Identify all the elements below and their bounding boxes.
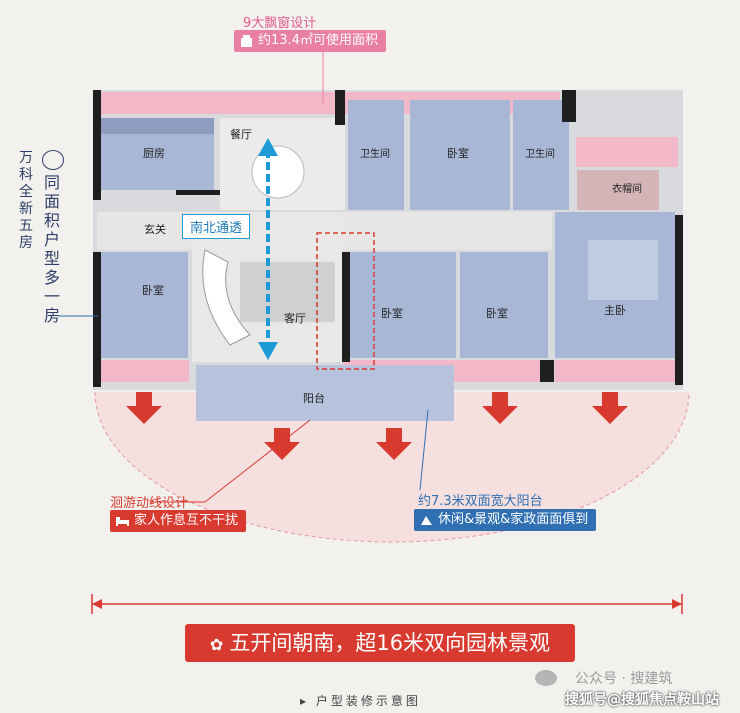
balcony-badge: 休闲&景观&家政面面俱到: [414, 509, 597, 531]
balcony-badge-text: 休闲&景观&家政面面俱到: [438, 512, 589, 527]
room-bedroom-mid-label: 卧室: [381, 307, 403, 320]
closet-room: [577, 170, 659, 210]
caption: ▸ 户型装修示意图: [300, 692, 421, 709]
circulation-title: 洄游动线设计: [110, 496, 189, 511]
bath-2-room: [513, 100, 569, 210]
room-bath-2-label: 卫生间: [525, 149, 555, 160]
circulation-badge-text: 家人作息互不干扰: [134, 513, 239, 528]
room-kitchen-label: 厨房: [143, 147, 165, 160]
room-master-label: 主卧: [604, 304, 626, 317]
room-bedroom-top-label: 卧室: [447, 147, 469, 160]
room-dining-label: 餐厅: [230, 128, 252, 141]
bed-icon: [116, 517, 129, 526]
building-icon: [241, 35, 252, 47]
bay-window-bottom: [97, 360, 189, 382]
landscape-glow: [95, 392, 689, 542]
circulation-highlight: [316, 232, 375, 370]
caption-text: 户型装修示意图: [315, 694, 421, 708]
watermark-wechat: 公众号 · 搜建筑: [575, 671, 673, 687]
flower-icon: ✿: [209, 635, 224, 654]
bath-1-room: [348, 100, 404, 210]
bedroom-top-room: [410, 100, 510, 210]
wechat-icon: [535, 670, 557, 686]
caption-arrow-icon: ▸: [300, 694, 316, 708]
room-entry-label: 玄关: [144, 223, 166, 236]
house-icon: [42, 150, 64, 170]
balcony-room: [196, 365, 454, 421]
room-living-label: 客厅: [284, 312, 306, 325]
room-bath-1-label: 卫生间: [360, 149, 390, 160]
bay-window-badge-text: 约13.4㎡可使用面积: [258, 33, 378, 48]
bay-window-title: 9大飘窗设计: [243, 16, 317, 31]
bay-window-top: [97, 92, 337, 114]
room-closet-label: 衣帽间: [612, 184, 642, 195]
balcony-title: 约7.3米双面宽大阳台: [418, 494, 543, 509]
room-bedroom-left-label: 卧室: [142, 284, 164, 297]
watermark-sohu: 搜狐号@搜狐焦点鞍山站: [565, 692, 719, 708]
bedroom-mid-room: [348, 252, 456, 358]
south-arrows: [126, 392, 628, 460]
headline-banner: ✿ 五开间朝南，超16米双向园林景观: [185, 624, 575, 662]
circulation-badge: 家人作息互不干扰: [110, 510, 247, 532]
north-south-label: 南北通透: [182, 214, 251, 239]
room-bedroom-right-label: 卧室: [486, 307, 508, 320]
bedroom-right-room: [460, 252, 548, 358]
brand-vertical: 万科全新五房: [19, 150, 33, 251]
room-balcony-label: 阳台: [303, 392, 325, 405]
headline-vertical: 同面积户型多一房: [43, 173, 60, 325]
headline-banner-text: 五开间朝南，超16米双向园林景观: [229, 631, 551, 655]
leisure-icon: [421, 516, 432, 525]
bay-window-badge: 约13.4㎡可使用面积: [234, 30, 386, 52]
bedroom-left-room: [100, 252, 188, 358]
